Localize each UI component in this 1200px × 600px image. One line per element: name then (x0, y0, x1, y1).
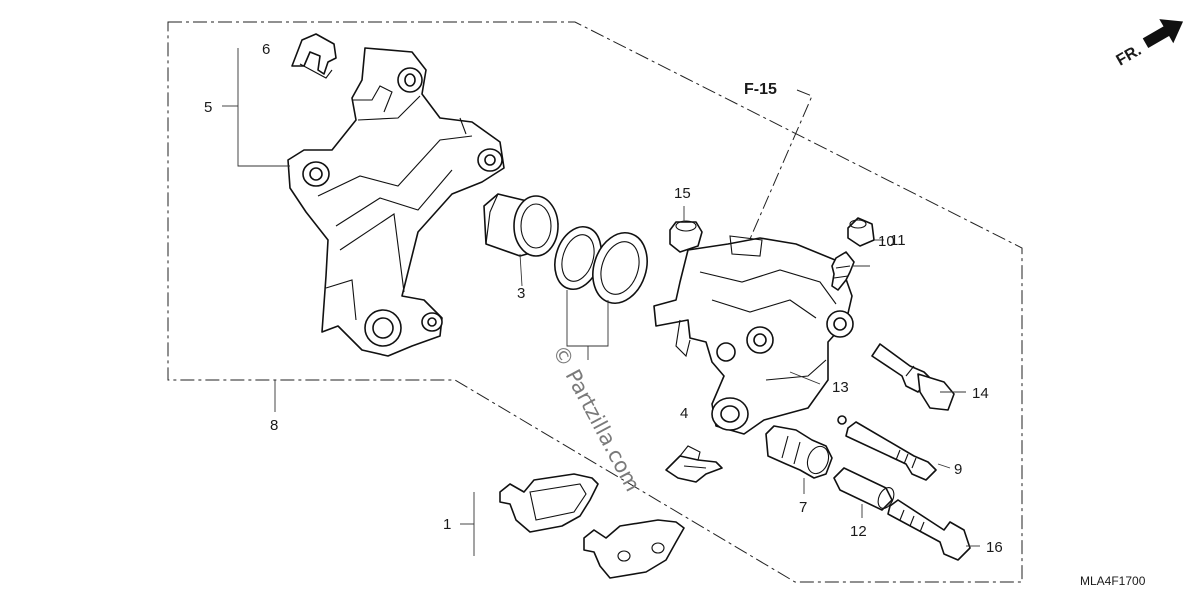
callout-9: 9 (954, 461, 962, 478)
caliper-bolt-14[interactable] (871, 343, 955, 411)
callout-3: 3 (517, 285, 525, 302)
callout-8: 8 (270, 417, 278, 434)
caliper-body[interactable] (653, 235, 854, 435)
piston-seal[interactable] (547, 221, 609, 295)
bleeder-screw[interactable] (831, 251, 855, 291)
front-arrow-icon (1142, 19, 1184, 48)
watermark: © Partzilla.com (548, 341, 645, 495)
callout-14: 14 (972, 385, 989, 402)
reference-leader (739, 89, 813, 263)
assembly-boundary (167, 21, 1023, 583)
pin-sleeve[interactable] (833, 467, 897, 511)
callout-15: 15 (674, 185, 691, 202)
slide-pin-boot[interactable] (765, 425, 833, 479)
callout-13: 13 (832, 379, 849, 396)
callout-7: 7 (799, 499, 807, 516)
pad-pin-ring[interactable] (837, 415, 847, 425)
caliper-piston[interactable] (483, 193, 559, 257)
brake-pad-inner[interactable] (583, 519, 685, 579)
bracket-clip[interactable] (291, 33, 337, 79)
pad-pin[interactable] (845, 421, 937, 481)
callout-4: 4 (680, 405, 688, 422)
pin-boot[interactable] (669, 220, 703, 253)
callout-10: 10 (878, 233, 895, 250)
callout-6: 6 (262, 41, 270, 58)
caliper-bolt-16[interactable] (887, 499, 971, 561)
callout-1: 1 (443, 516, 451, 533)
callout-5: 5 (204, 99, 212, 116)
diagram-code: MLA4F1700 (1080, 574, 1146, 588)
callout-12: 12 (850, 523, 867, 540)
reference-label: F-15 (744, 81, 777, 98)
caliper-bracket[interactable] (287, 47, 505, 357)
bleeder-cap[interactable] (847, 217, 875, 247)
leader-lines (222, 48, 980, 556)
pad-spring[interactable] (665, 445, 723, 483)
brake-pad-outer[interactable] (499, 473, 599, 533)
front-direction-indicator: FR. (1114, 19, 1184, 70)
callout-11: 11 (890, 232, 906, 249)
front-label: FR. (1114, 42, 1145, 70)
callout-16: 16 (986, 539, 1003, 556)
dust-seal[interactable] (584, 226, 656, 311)
